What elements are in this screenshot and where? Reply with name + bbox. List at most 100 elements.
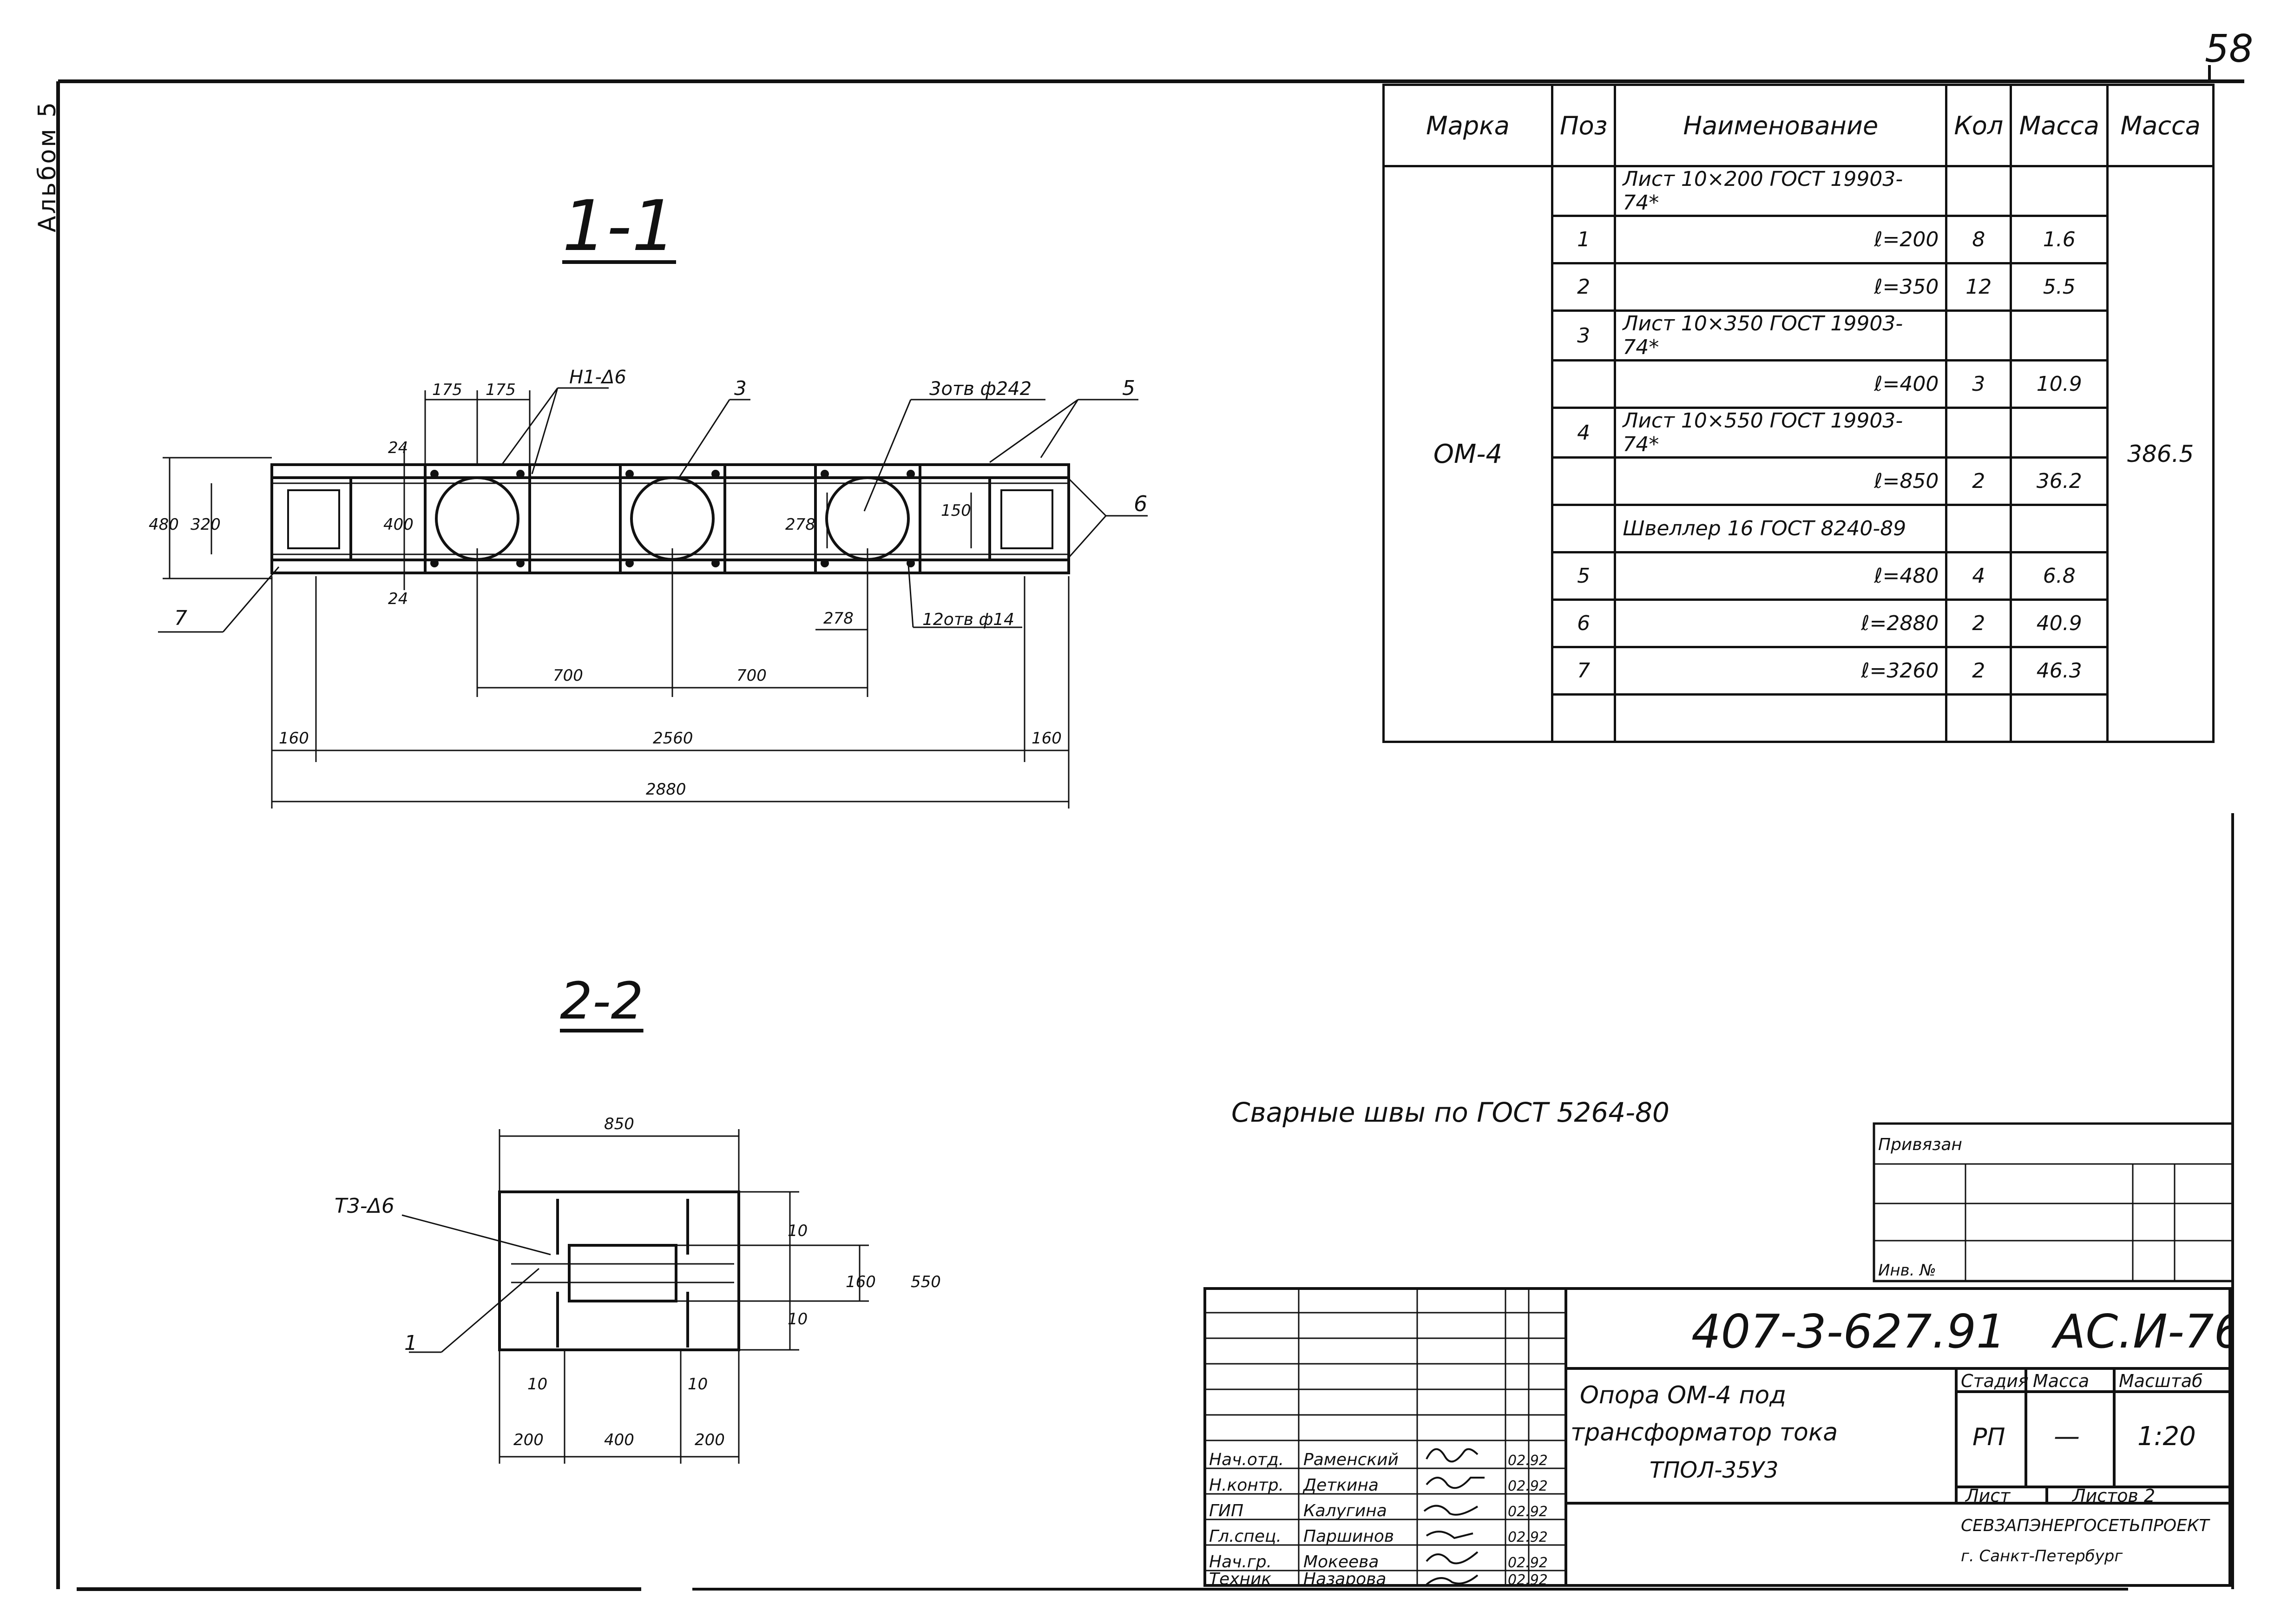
- spec-mass: 1.6: [2010, 215, 2109, 264]
- title-block: Нач.отд. Раменский 02.92 Н.контр. Деткин…: [1203, 1287, 2231, 1587]
- spec-name: Лист 10×350 ГОСТ 19903-74*: [1614, 309, 1948, 362]
- document-code: 407-3-627.91: [1691, 1304, 2006, 1359]
- spec-pos: [1551, 165, 1617, 217]
- spec-qty: 12: [1945, 262, 2012, 312]
- signer-date: 02.92: [1508, 1555, 1548, 1571]
- spec-name: ℓ=480: [1614, 551, 1948, 601]
- spec-mass: [2010, 165, 2109, 217]
- dim-160a: 160: [279, 729, 309, 748]
- spec-qty: 2: [1945, 646, 2012, 696]
- dim-700b: 700: [736, 666, 767, 685]
- spec-qty: 3: [1945, 359, 2012, 409]
- spec-pos: 5: [1551, 551, 1617, 601]
- title-line-3: ТПОЛ-35У3: [1650, 1457, 1778, 1483]
- spec-pos: [1551, 456, 1617, 506]
- signer-name: Паршинов: [1303, 1527, 1394, 1546]
- organization: СЕВЗАПЭНЕРГОСЕТЬПРОЕКТ: [1961, 1516, 2210, 1535]
- weld-note: Сварные швы по ГОСТ 5264-80: [1231, 1097, 1670, 1128]
- signer-role: Н.контр.: [1209, 1476, 1284, 1495]
- binding-block: Привязан Инв. №: [1873, 1122, 2234, 1282]
- spec-mark: ОМ-4: [1382, 165, 1553, 743]
- binding-label: Привязан: [1878, 1135, 1962, 1154]
- header-mass: Масса: [2010, 84, 2109, 167]
- spec-qty: [1945, 165, 2012, 217]
- signer-name: Раменский: [1303, 1450, 1399, 1469]
- spec-name: ℓ=200: [1614, 215, 1948, 264]
- spec-name: Лист 10×200 ГОСТ 19903-74*: [1614, 165, 1948, 217]
- header-qty: Кол: [1945, 84, 2012, 167]
- document-mark: АС.И-76: [2051, 1304, 2231, 1359]
- spec-name: ℓ=350: [1614, 262, 1948, 312]
- mass-value: —: [2054, 1421, 2080, 1452]
- dim-175a: 175: [432, 381, 462, 399]
- signer-role: Гл.спец.: [1209, 1527, 1282, 1546]
- signer-name: Калугина: [1303, 1501, 1387, 1520]
- spec-qty: 2: [1945, 456, 2012, 506]
- title-block-grid: Нач.отд. Раменский 02.92 Н.контр. Деткин…: [1203, 1287, 2231, 1587]
- label-pos5: 5: [1122, 376, 1135, 400]
- city: г. Санкт-Петербург: [1961, 1547, 2123, 1565]
- inventory-label: Инв. №: [1878, 1261, 1936, 1280]
- spec-row: [1384, 693, 2214, 743]
- label-pos3: 3: [734, 377, 747, 400]
- scale-value: 1:20: [2137, 1421, 2196, 1452]
- signer-date: 02.92: [1508, 1453, 1548, 1469]
- dim-10c: 10: [527, 1375, 547, 1394]
- page-number: 58: [2205, 27, 2254, 71]
- spec-mass: 6.8: [2010, 551, 2109, 601]
- spec-name: ℓ=850: [1614, 456, 1948, 506]
- dim-278a: 278: [785, 515, 815, 534]
- spec-pos: 1: [1551, 215, 1617, 264]
- label-h1: Н1-Δ6: [569, 367, 626, 388]
- signer-date: 02.92: [1508, 1572, 1548, 1587]
- sheets-label: Листов 2: [2071, 1486, 2155, 1506]
- header-mass-total: Масса: [2106, 84, 2215, 167]
- spec-mass: 40.9: [2010, 598, 2109, 648]
- scale-label: Масштаб: [2119, 1371, 2203, 1391]
- specification-table: Марка Поз Наименование Кол Масса Масса О…: [1382, 84, 2215, 743]
- spec-qty: [1945, 407, 2012, 459]
- spec-total-mass: 386.5: [2106, 165, 2215, 743]
- spec-name: ℓ=3260: [1614, 646, 1948, 696]
- spec-qty: [1945, 504, 2012, 553]
- dim-10d: 10: [688, 1375, 708, 1394]
- header-mark: Марка: [1382, 84, 1553, 167]
- spec-name: Лист 10×550 ГОСТ 19903-74*: [1614, 407, 1948, 459]
- label-pos7: 7: [174, 606, 187, 630]
- title-line-1: Опора ОМ-4 под: [1580, 1381, 1786, 1409]
- spec-mass: 36.2: [2010, 456, 2109, 506]
- dim-850: 850: [604, 1115, 634, 1133]
- spec-qty: [1945, 309, 2012, 362]
- signer-role: Техник: [1209, 1570, 1271, 1587]
- dim-320: 320: [191, 515, 221, 534]
- dim-10b: 10: [788, 1310, 808, 1328]
- spec-name: [1614, 693, 1948, 743]
- spec-mass: 46.3: [2010, 646, 2109, 696]
- signer-role: Нач.гр.: [1209, 1552, 1272, 1571]
- dim-160: 160: [846, 1273, 876, 1291]
- mass-label: Масса: [2033, 1371, 2089, 1391]
- spec-qty: 2: [1945, 598, 2012, 648]
- spec-pos: 3: [1551, 309, 1617, 362]
- spec-pos: 2: [1551, 262, 1617, 312]
- dim-10a: 10: [788, 1222, 808, 1240]
- signer-name: Назарова: [1303, 1570, 1387, 1587]
- header-name: Наименование: [1614, 84, 1948, 167]
- spec-pos: [1551, 359, 1617, 409]
- spec-mass: 10.9: [2010, 359, 2109, 409]
- dim-400: 400: [383, 515, 414, 534]
- label-pos1: 1: [404, 1331, 417, 1355]
- dim-2560: 2560: [653, 729, 693, 748]
- dim-278b: 278: [823, 609, 854, 628]
- signer-date: 02.92: [1508, 1504, 1548, 1520]
- label-holes3: 3отв ф242: [929, 378, 1032, 400]
- signer-name: Мокеева: [1303, 1552, 1379, 1571]
